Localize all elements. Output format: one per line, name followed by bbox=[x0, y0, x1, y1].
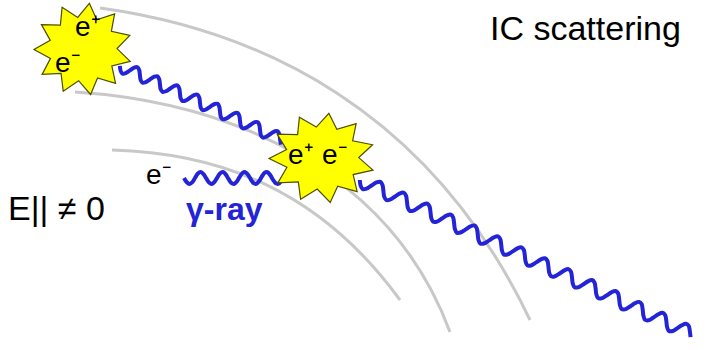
field-line bbox=[75, 92, 450, 332]
particle-label: e⁻ bbox=[322, 140, 347, 171]
field-line bbox=[100, 8, 530, 320]
gamma-ray-wave bbox=[184, 172, 284, 184]
pair-burst: e⁺ e⁻ bbox=[33, 2, 133, 96]
particle-label: e⁻ bbox=[55, 48, 80, 79]
gamma-ray-label: γ-ray bbox=[186, 192, 263, 227]
particle-label: e⁺ bbox=[75, 12, 100, 43]
process-label: IC scattering bbox=[490, 10, 681, 47]
field-label: E|| ≠ 0 bbox=[8, 190, 105, 227]
gamma-ray-wave bbox=[120, 66, 281, 145]
gamma-ray-wave bbox=[360, 180, 691, 337]
pair-burst: e⁺ e⁻ bbox=[268, 112, 376, 204]
particle-label: e⁻ bbox=[146, 160, 171, 191]
particle-label: e⁺ bbox=[288, 140, 313, 171]
